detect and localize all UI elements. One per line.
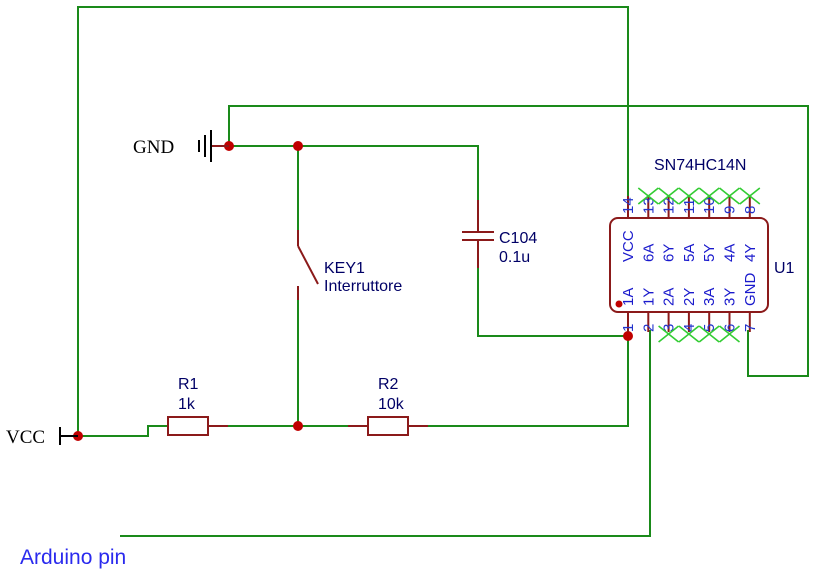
ic-pin-number: 8 bbox=[742, 206, 759, 214]
ic-pin-number: 2 bbox=[640, 324, 657, 332]
wire-vcc-r1 bbox=[78, 425, 168, 437]
ic-pin-number: 4 bbox=[681, 324, 698, 332]
r2-ref: R2 bbox=[378, 376, 399, 393]
r1-value: 1k bbox=[178, 396, 196, 413]
wires bbox=[77, 6, 809, 537]
ic-pin-number: 9 bbox=[722, 206, 739, 214]
ic-pin-number: 13 bbox=[640, 197, 657, 214]
junction-switch-bottom bbox=[293, 421, 303, 431]
wire-arduino-pin bbox=[120, 330, 651, 537]
no-connect-marker bbox=[719, 187, 740, 205]
wire-vcc-loop bbox=[77, 6, 629, 436]
no-connect-marker bbox=[678, 325, 700, 343]
no-connect-marker bbox=[658, 187, 680, 205]
switch-key1: KEY1 Interruttore bbox=[297, 230, 402, 300]
wire-gnd-rail bbox=[229, 145, 479, 222]
no-connect-marker bbox=[698, 325, 720, 343]
key1-ref: KEY1 bbox=[324, 260, 365, 277]
wire-r2-pin1 bbox=[428, 336, 629, 427]
ic-pin1-marker bbox=[615, 300, 623, 308]
key1-value: Interruttore bbox=[324, 278, 402, 295]
junction-pin1 bbox=[623, 331, 633, 341]
ic-pin-name: 1A bbox=[620, 288, 637, 306]
c104-value: 0.1u bbox=[499, 249, 530, 266]
r2-value: 10k bbox=[378, 396, 405, 413]
vcc-label: VCC bbox=[6, 427, 45, 448]
c104-ref: C104 bbox=[499, 230, 537, 247]
ic-pin-name: 2Y bbox=[681, 288, 698, 306]
ic-pin-name: GND bbox=[742, 273, 759, 307]
ic-pin-name: 3A bbox=[701, 288, 718, 306]
no-connect-marker bbox=[658, 325, 680, 343]
ic-pin-number: 5 bbox=[701, 324, 718, 332]
arduino-pin-label: Arduino pin bbox=[20, 546, 126, 569]
no-connect-marker bbox=[678, 187, 700, 205]
wire-gnd-loop bbox=[228, 105, 809, 377]
r1-ref: R1 bbox=[178, 376, 199, 393]
ic-pin-name: 4Y bbox=[742, 244, 759, 262]
ic-pin-number: 1 bbox=[620, 324, 637, 332]
ic-pin-name: 2A bbox=[661, 288, 678, 306]
ic-pin-number: 11 bbox=[681, 198, 698, 214]
ic-pin-name: 3Y bbox=[722, 288, 739, 306]
ic-pin-name: 6A bbox=[640, 244, 657, 262]
ic-pin-number: 12 bbox=[661, 197, 678, 214]
gnd-symbol: GND bbox=[133, 130, 229, 162]
no-connect-marker bbox=[739, 187, 761, 205]
vcc-symbol: VCC bbox=[6, 427, 78, 448]
no-connect-marker bbox=[698, 187, 720, 205]
no-connect-marker bbox=[637, 187, 659, 205]
ic-pin-name: 5A bbox=[681, 244, 698, 262]
wire-cap-to-pin1 bbox=[477, 268, 628, 337]
ic-pin-name: VCC bbox=[620, 230, 637, 262]
ic-u1: SN74HC14N U1 14VCC136A126Y115A105Y94A84Y… bbox=[609, 157, 795, 343]
resistor-r2: R2 10k bbox=[348, 376, 428, 436]
ic-pin-name: 5Y bbox=[701, 244, 718, 262]
ic-part-label: SN74HC14N bbox=[654, 157, 746, 174]
ic-pin-name: 6Y bbox=[661, 244, 678, 262]
ic-ref-label: U1 bbox=[774, 260, 795, 277]
capacitor-c104: C104 0.1u bbox=[462, 200, 537, 268]
ic-pin-number: 10 bbox=[701, 197, 718, 214]
ic-pin-name: 1Y bbox=[640, 288, 657, 306]
ic-pin-number: 3 bbox=[661, 324, 678, 332]
ic-pin-number: 14 bbox=[620, 197, 637, 214]
no-connect-marker bbox=[719, 325, 740, 343]
resistor-r1: R1 1k bbox=[167, 376, 228, 436]
ic-pin-name: 4A bbox=[722, 244, 739, 262]
ic-pin-number: 7 bbox=[742, 324, 759, 332]
gnd-label: GND bbox=[133, 137, 174, 158]
junction-switch-top bbox=[293, 141, 303, 151]
ic-pin-number: 6 bbox=[722, 324, 739, 332]
